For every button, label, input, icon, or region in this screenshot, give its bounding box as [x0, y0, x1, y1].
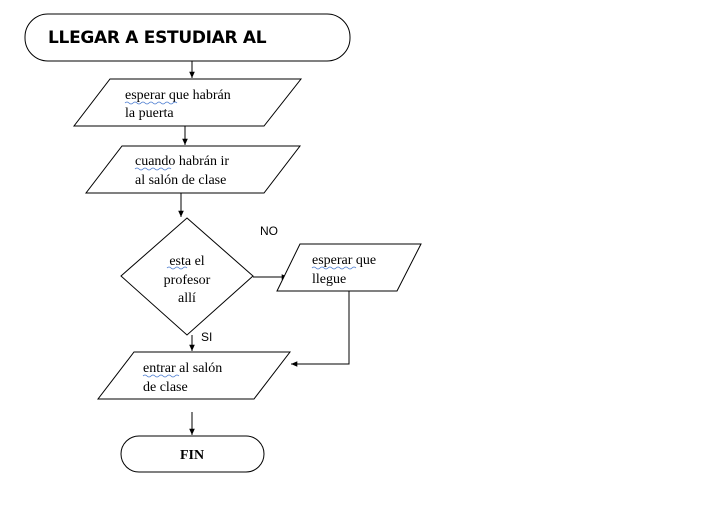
step3-line2: de clase: [143, 380, 188, 395]
branch-label-si: SI: [201, 330, 212, 344]
step1-line2: la puerta: [125, 106, 174, 121]
end-terminal: FIN: [120, 435, 265, 473]
end-label: FIN: [180, 448, 204, 463]
step1-parallelogram: esperar que habrán la puerta: [72, 78, 303, 127]
start-label: LLEGAR A ESTUDIAR AL: [48, 28, 267, 48]
decision-line3: allí: [178, 291, 196, 306]
wait-parallelogram: esperar que llegue: [276, 243, 422, 292]
spellcheck-underline: [311, 266, 357, 270]
step2-line2: al salón de clase: [135, 173, 226, 188]
decision-line1: esta el: [169, 254, 204, 269]
wait-line1: esperar que: [312, 253, 376, 268]
spellcheck-underline: [134, 167, 172, 171]
step2-line1: cuando habrán ir: [135, 154, 229, 169]
step3-line1: entrar al salón: [143, 361, 222, 376]
spellcheck-underline: [124, 101, 178, 105]
step2-parallelogram: cuando habrán ir al salón de clase: [84, 145, 302, 194]
branch-label-no: NO: [260, 224, 278, 238]
step3-parallelogram: entrar al salón de clase: [96, 351, 292, 400]
decision-line2: profesor: [164, 273, 211, 288]
decision-diamond: esta el profesor allí: [120, 217, 254, 336]
spellcheck-underline: [166, 266, 188, 270]
step1-line1: esperar que habrán: [125, 88, 231, 103]
spellcheck-underline: [142, 374, 180, 378]
connector-wait-step3: [291, 291, 350, 367]
start-terminal: LLEGAR A ESTUDIAR AL: [24, 13, 351, 62]
wait-line2: llegue: [312, 272, 346, 287]
